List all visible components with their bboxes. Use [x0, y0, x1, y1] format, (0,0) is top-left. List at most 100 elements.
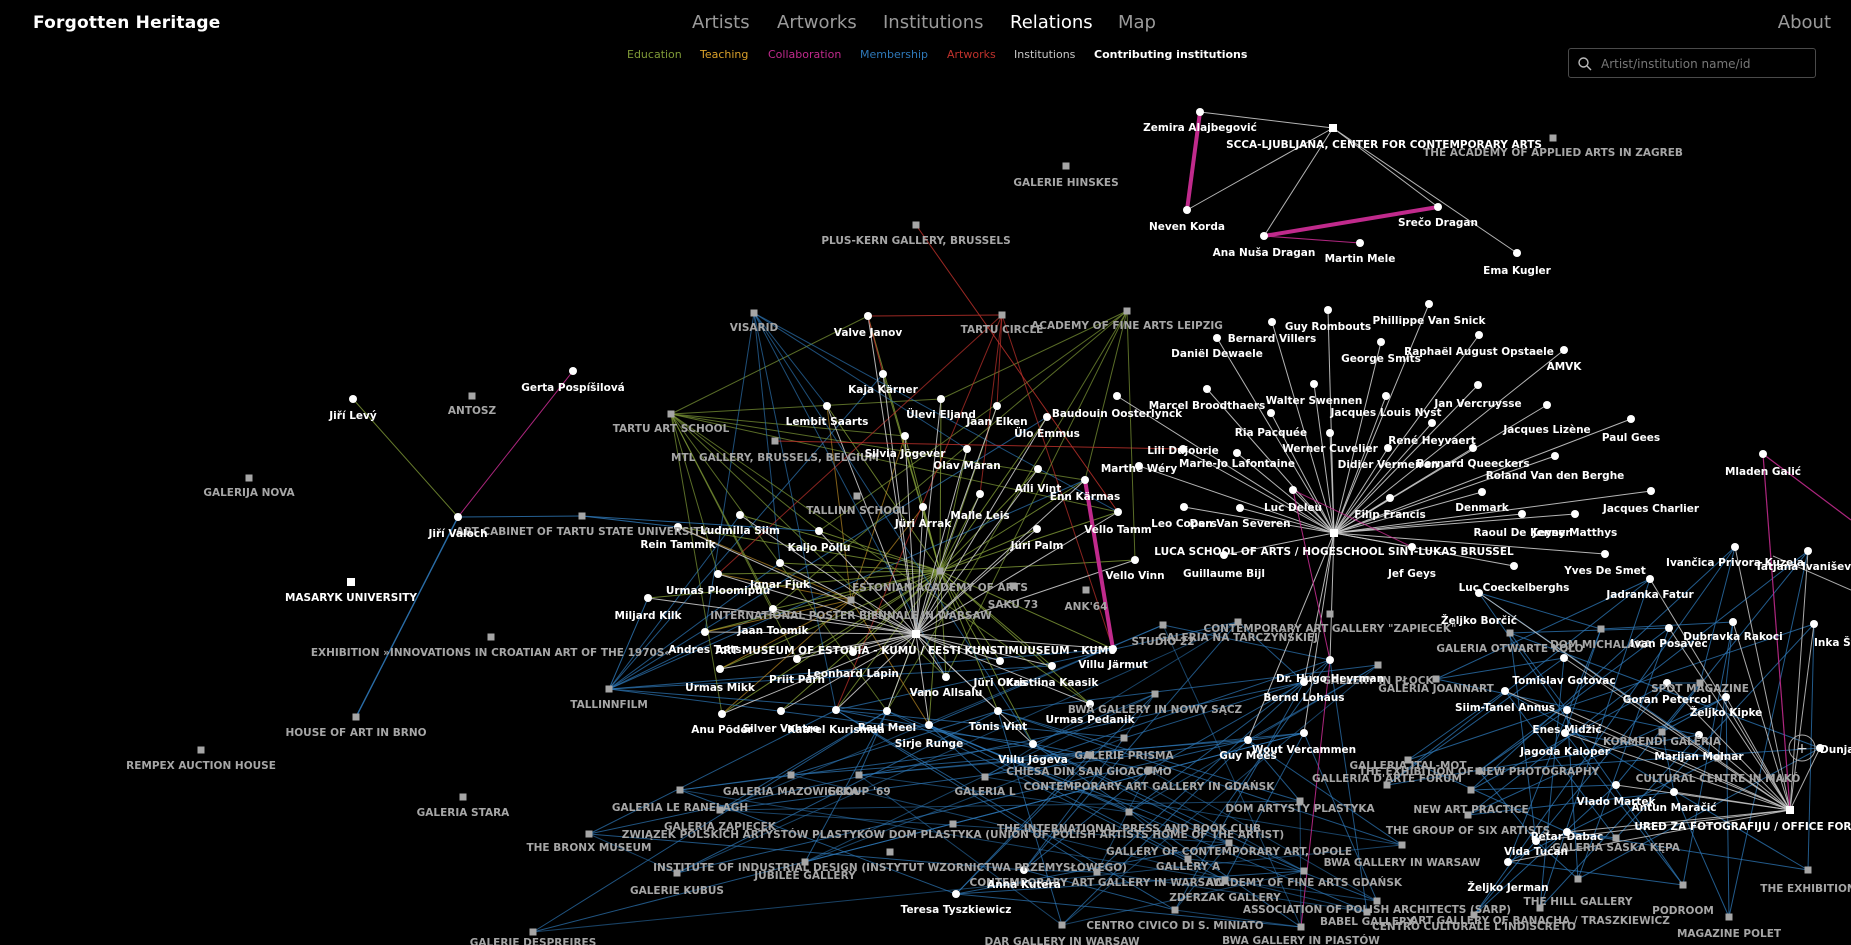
- artist-node[interactable]: [864, 312, 872, 320]
- artist-node[interactable]: [1804, 547, 1812, 555]
- institution-label[interactable]: JUBILEE GALLERY: [753, 870, 856, 882]
- institution-label[interactable]: ESTONIAN ACADEMY OF ARTS: [852, 582, 1028, 594]
- artist-label[interactable]: Anu Põder: [691, 724, 753, 736]
- search-input[interactable]: [1599, 53, 1813, 75]
- institution-node[interactable]: [1225, 839, 1233, 847]
- artist-label[interactable]: Ludmilla Siim: [700, 525, 780, 537]
- artist-node[interactable]: [1310, 380, 1318, 388]
- institution-label[interactable]: BABEL GALLERY: [1320, 916, 1414, 928]
- artist-node[interactable]: [1560, 346, 1568, 354]
- artist-node[interactable]: [1408, 543, 1416, 551]
- artist-label[interactable]: Željko Kipke: [1690, 706, 1763, 719]
- artist-label[interactable]: Silver Vahtre: [743, 723, 820, 735]
- artist-node[interactable]: [883, 707, 891, 715]
- artist-label[interactable]: Bernard Villers: [1228, 333, 1317, 345]
- filter-education[interactable]: Education: [627, 48, 682, 61]
- artist-label[interactable]: Martin Mele: [1325, 253, 1396, 265]
- artist-label[interactable]: Silvia Jõgever: [865, 448, 947, 460]
- artist-node[interactable]: [1571, 510, 1579, 518]
- artist-label[interactable]: Kaljo Põllu: [788, 542, 851, 554]
- artist-label[interactable]: Luc Deleu: [1264, 502, 1322, 514]
- institution-node[interactable]: [1171, 906, 1179, 914]
- artist-node[interactable]: [1043, 413, 1051, 421]
- artist-label[interactable]: Dr. Hugo Heyrman: [1276, 673, 1384, 685]
- institution-node[interactable]: [949, 820, 957, 828]
- institution-node[interactable]: [998, 311, 1006, 319]
- artist-node[interactable]: [952, 890, 960, 898]
- artist-label[interactable]: Paul Gees: [1602, 432, 1660, 444]
- artist-node[interactable]: [1425, 300, 1433, 308]
- artist-label[interactable]: Miljard Kilk: [615, 610, 683, 622]
- artist-node[interactable]: [1300, 729, 1308, 737]
- artist-node[interactable]: [1034, 465, 1042, 473]
- institution-label[interactable]: THE INTERNATIONAL PRESS AND BOOK CLUB: [997, 823, 1261, 835]
- institution-label[interactable]: CENTRO CIVICO DI S. MINIATO: [1086, 920, 1263, 932]
- artist-node[interactable]: [1289, 486, 1297, 494]
- artist-node[interactable]: [714, 570, 722, 578]
- artist-node[interactable]: [976, 490, 984, 498]
- institution-node[interactable]: [1464, 811, 1472, 819]
- institution-label[interactable]: KORMENDI GALÉRIA: [1603, 735, 1722, 748]
- artist-node[interactable]: [1382, 392, 1390, 400]
- institution-label[interactable]: PLUS-KERN GALLERY, BRUSSELS: [821, 235, 1010, 247]
- artist-label[interactable]: Guillaume Bijl: [1183, 568, 1265, 580]
- artist-node[interactable]: [1670, 788, 1678, 796]
- institution-label[interactable]: REMPEX AUCTION HOUSE: [126, 760, 276, 772]
- artist-node[interactable]: [1665, 624, 1673, 632]
- artist-node[interactable]: [823, 402, 831, 410]
- artist-label[interactable]: Villu Järmut: [1078, 659, 1147, 671]
- institution-label[interactable]: GALERIA LE RANELAGH: [612, 802, 748, 814]
- institution-node[interactable]: [936, 567, 944, 575]
- artist-label[interactable]: Raul Meel: [858, 722, 916, 734]
- institution-label[interactable]: GALERIE KUBUS: [630, 885, 724, 897]
- institution-label[interactable]: GALERIJA NOVA: [203, 487, 295, 499]
- institution-node[interactable]: [673, 869, 681, 877]
- institution-node[interactable]: [585, 830, 593, 838]
- institution-node[interactable]: [1696, 679, 1704, 687]
- artist-node[interactable]: [674, 523, 682, 531]
- artist-label[interactable]: Dubravka Rakoci: [1683, 631, 1782, 643]
- artist-node[interactable]: [1384, 444, 1392, 452]
- institution-node[interactable]: [1300, 867, 1308, 875]
- artist-label[interactable]: Vello Vinn: [1105, 570, 1164, 582]
- artist-node[interactable]: [1109, 645, 1117, 653]
- site-title[interactable]: Forgotten Heritage: [33, 13, 221, 33]
- artist-label[interactable]: Jacques Louis Nyst: [1329, 407, 1441, 419]
- artist-node[interactable]: [832, 706, 840, 714]
- institution-label[interactable]: ART GALLERY OF BANACHA / TRASZKIEWICZ: [1410, 915, 1670, 927]
- artist-node[interactable]: [1647, 487, 1655, 495]
- institution-node[interactable]: [459, 793, 467, 801]
- institution-label[interactable]: EXHIBITION »INNOVATIONS IN CROATIAN ART …: [311, 647, 671, 659]
- artist-label[interactable]: Bernard Queeckers: [1416, 458, 1529, 470]
- artist-label[interactable]: Filip Francis: [1354, 509, 1425, 521]
- institution-node[interactable]: [1125, 808, 1133, 816]
- artist-label[interactable]: Denmark: [1455, 502, 1510, 514]
- artist-node[interactable]: [1220, 551, 1228, 559]
- institution-node[interactable]: [1184, 855, 1192, 863]
- artist-node[interactable]: [1510, 562, 1518, 570]
- artist-label[interactable]: Jagoda Kaloper: [1519, 746, 1611, 758]
- institution-node[interactable]: [676, 786, 684, 794]
- institution-node[interactable]: [855, 771, 863, 779]
- artist-node[interactable]: [1695, 731, 1703, 739]
- artist-node[interactable]: [718, 710, 726, 718]
- artist-label[interactable]: Daniël Dewaele: [1171, 348, 1263, 360]
- artist-node[interactable]: [1722, 693, 1730, 701]
- institution-node[interactable]: [1714, 754, 1722, 762]
- artist-label[interactable]: Željko Jerman: [1467, 881, 1548, 894]
- artist-label[interactable]: Jan Vercruysse: [1433, 398, 1521, 410]
- artist-node[interactable]: [349, 395, 357, 403]
- institution-node[interactable]: [1093, 868, 1101, 876]
- artist-label[interactable]: Vida Tućan: [1504, 846, 1568, 858]
- artist-label[interactable]: Enn Kärmas: [1050, 491, 1120, 503]
- institution-node[interactable]: [853, 492, 861, 500]
- institution-node[interactable]: [667, 410, 675, 418]
- artist-node[interactable]: [1601, 550, 1609, 558]
- institution-node[interactable]: [1363, 908, 1371, 916]
- artist-label[interactable]: Jaan Elken: [965, 416, 1027, 428]
- artist-label[interactable]: Leonhard Lapin: [807, 668, 899, 680]
- contributing-institution-node[interactable]: [1329, 124, 1337, 132]
- institution-label[interactable]: HOUSE OF ART IN BRNO: [285, 727, 426, 739]
- institution-label[interactable]: ART CABINET OF TARTU STATE UNIVERSITY: [456, 526, 709, 538]
- institution-label[interactable]: GALERIA OTWARTE KOŁO: [1436, 643, 1583, 655]
